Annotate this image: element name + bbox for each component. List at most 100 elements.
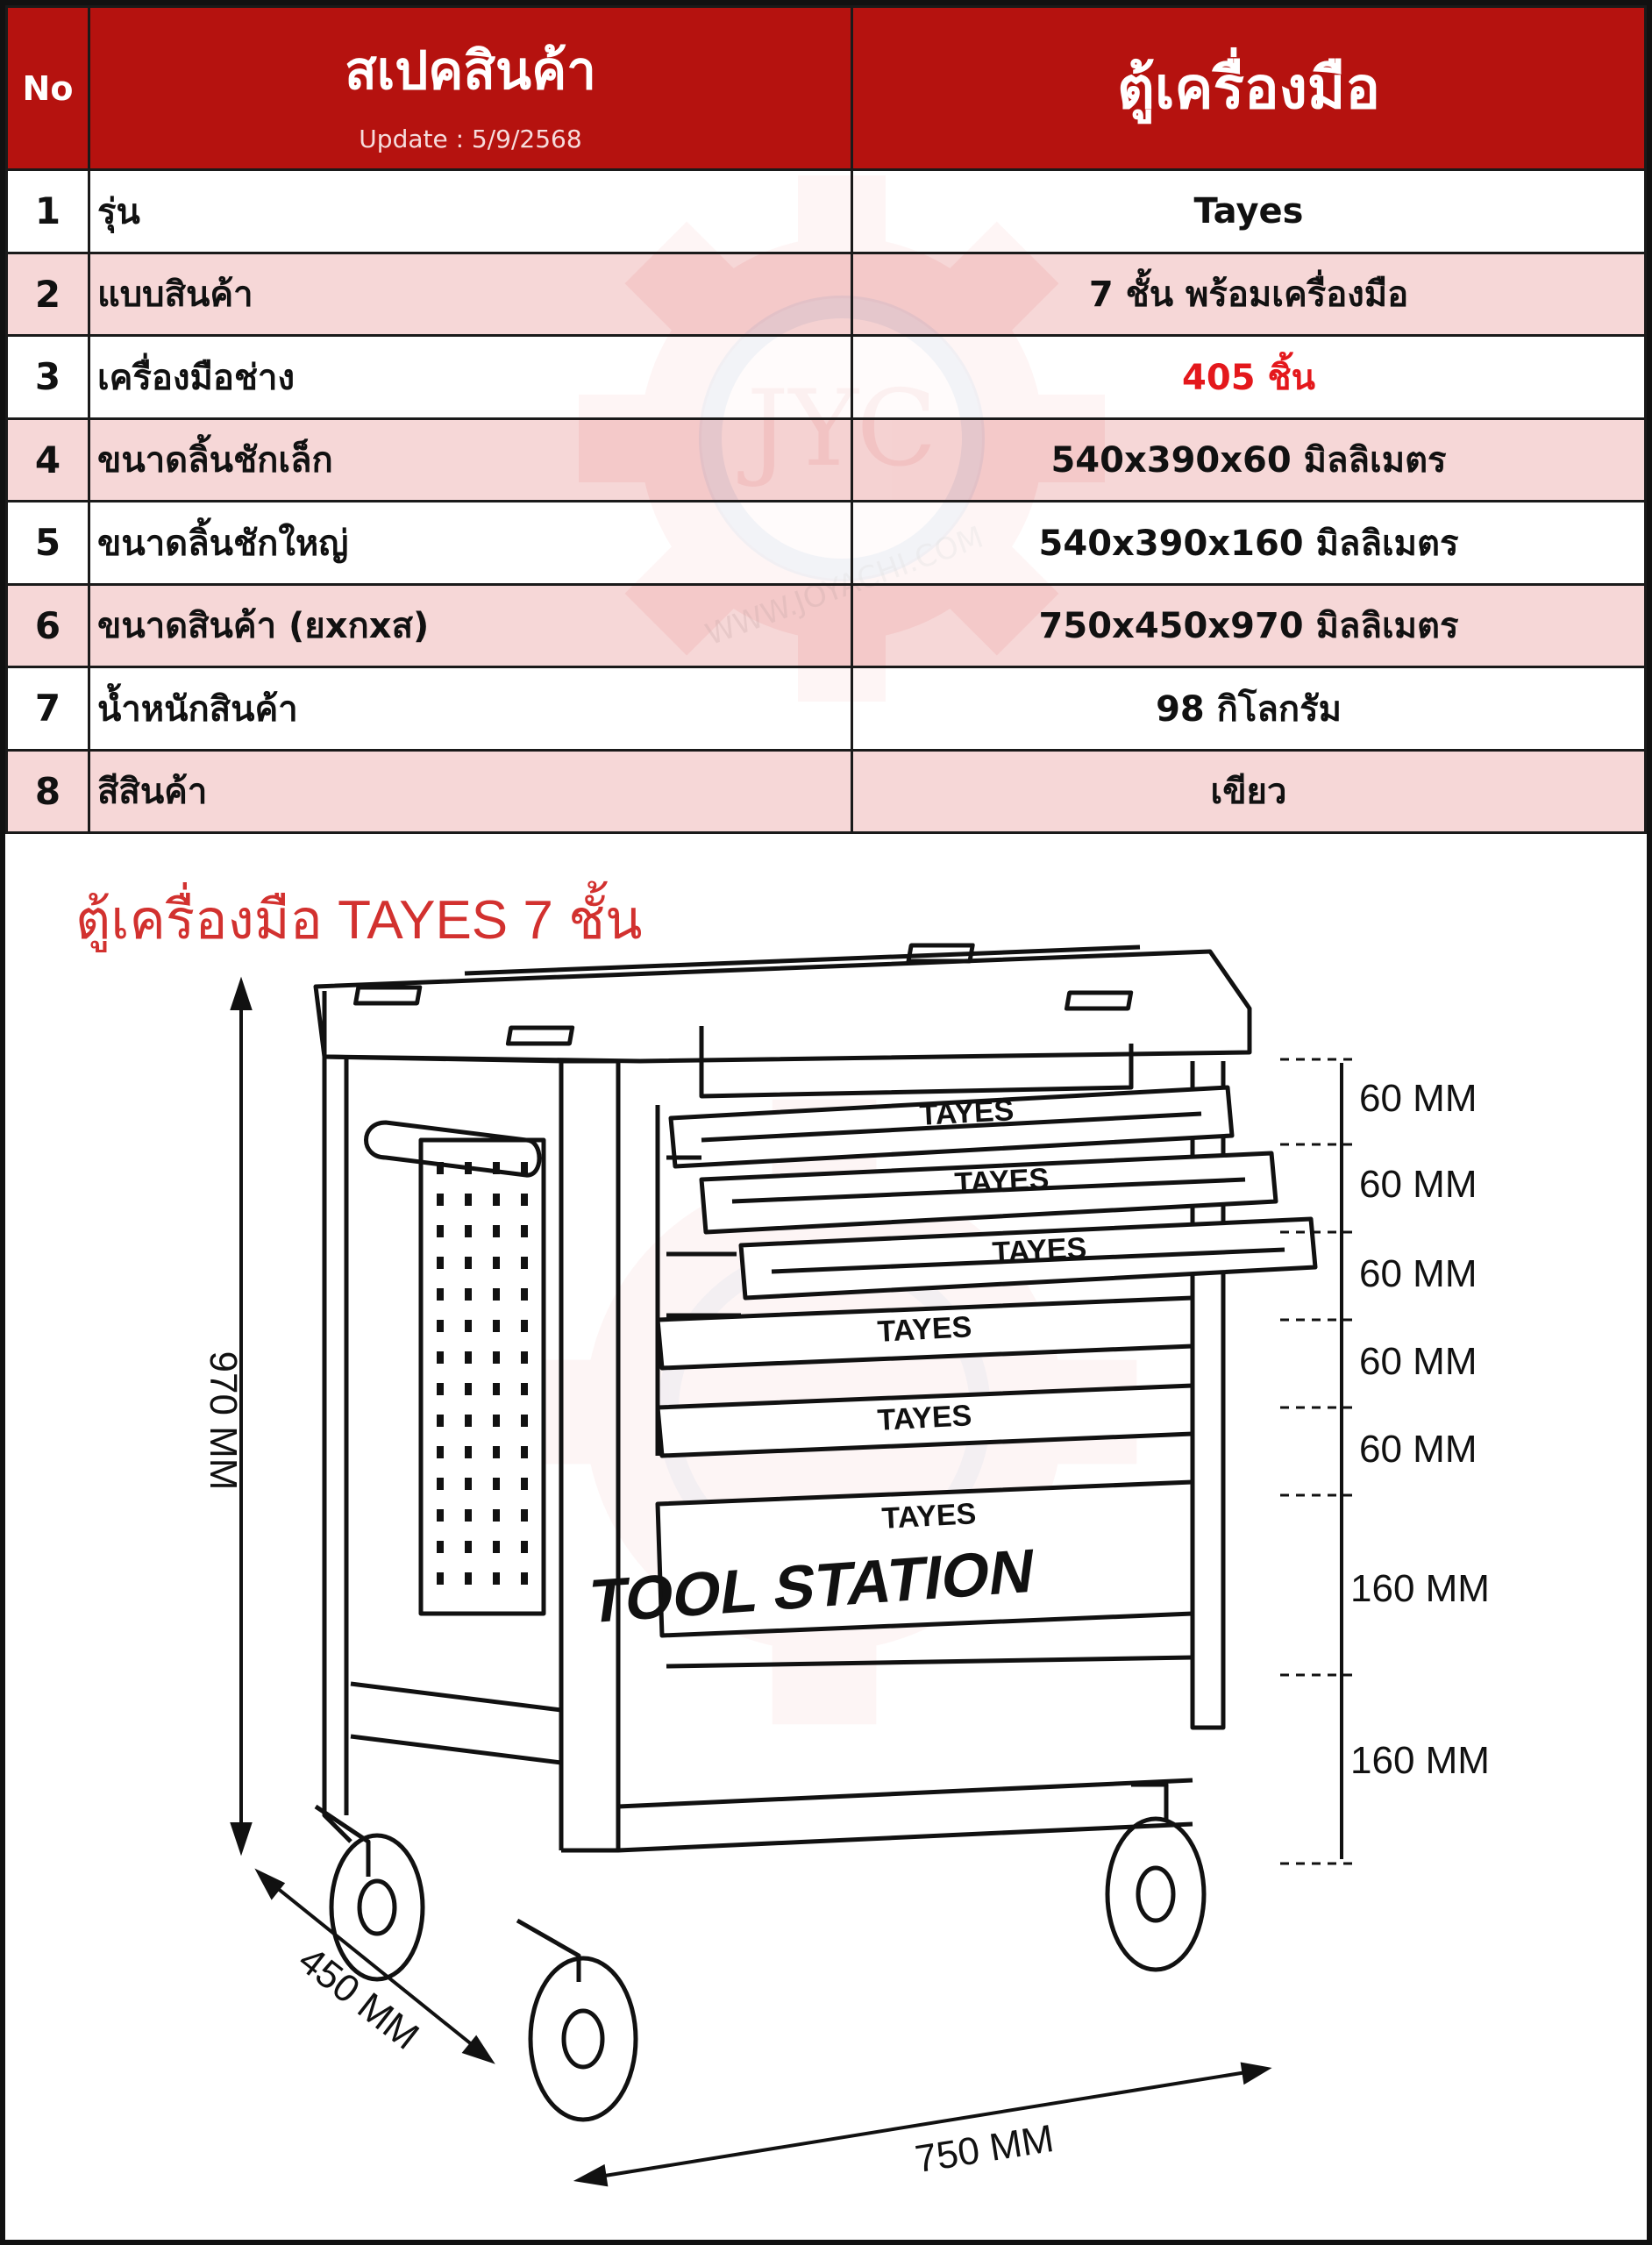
row-name: สีสินค้า (88, 748, 853, 834)
drawer-label: TAYES (877, 1399, 973, 1437)
pegboard-hole (493, 1446, 500, 1458)
pegboard-hole (521, 1509, 528, 1522)
table-row: 5 ขนาดลิ้นชักใหญ่ 540x390x160 มิลลิเมตร (5, 500, 1647, 586)
pegboard-hole (493, 1509, 500, 1522)
pegboard-hole (521, 1478, 528, 1490)
pegboard-hole (493, 1572, 500, 1585)
pegboard-hole (465, 1541, 472, 1553)
table-row: 7 น้ำหนักสินค้า 98 กิโลกรัม (5, 666, 1647, 752)
pegboard-hole (465, 1257, 472, 1269)
pegboard-hole (521, 1383, 528, 1395)
pegboard-hole (521, 1446, 528, 1458)
pegboard-hole (437, 1478, 444, 1490)
table-row: 6 ขนาดสินค้า (ยxกxส) 750x450x970 มิลลิเม… (5, 582, 1647, 668)
pegboard-hole (521, 1415, 528, 1427)
drawer-label: TAYES (881, 1497, 978, 1536)
row-value: 750x450x970 มิลลิเมตร (851, 582, 1647, 668)
pegboard-hole (521, 1351, 528, 1364)
pegboard-hole (465, 1320, 472, 1332)
pegboard-hole (465, 1478, 472, 1490)
pegboard-hole (437, 1257, 444, 1269)
depth-dimension: 450 MM (290, 1938, 426, 2057)
pegboard-hole (465, 1509, 472, 1522)
header-product: ตู้เครื่องมือ (851, 5, 1647, 171)
row-name: รุ่น (88, 168, 853, 254)
row-value: 540x390x160 มิลลิเมตร (851, 500, 1647, 586)
pegboard-hole (493, 1541, 500, 1553)
drawer-dimension: 60 MM (1359, 1077, 1477, 1120)
pegboard-hole (493, 1288, 500, 1301)
row-value-highlight: 405 ชิ้น (851, 334, 1647, 420)
pegboard-hole (493, 1194, 500, 1206)
row-no: 6 (5, 582, 90, 668)
pegboard-hole (465, 1288, 472, 1301)
table-row: 1 รุ่น Tayes (5, 168, 1647, 254)
pegboard-hole (493, 1162, 500, 1174)
pegboard-hole (465, 1415, 472, 1427)
height-dimension: 970 MM (202, 1351, 245, 1491)
row-name: ขนาดลิ้นชักเล็ก (88, 417, 853, 502)
row-no: 5 (5, 500, 90, 586)
row-name: เครื่องมือช่าง (88, 334, 853, 420)
table-row: 3 เครื่องมือช่าง 405 ชิ้น (5, 334, 1647, 420)
row-name: น้ำหนักสินค้า (88, 666, 853, 752)
row-no: 2 (5, 251, 90, 337)
drawer-dimension: 60 MM (1359, 1252, 1477, 1295)
pegboard-hole (493, 1257, 500, 1269)
pegboard-hole (437, 1320, 444, 1332)
row-name: ขนาดลิ้นชักใหญ่ (88, 500, 853, 586)
drawing-title: ตู้เครื่องมือ TAYES 7 ชั้น (75, 890, 643, 951)
pegboard-hole (521, 1225, 528, 1237)
pegboard-hole (437, 1194, 444, 1206)
pegboard-hole (437, 1541, 444, 1553)
drawer-label: TAYES (992, 1231, 1088, 1270)
table-row: 8 สีสินค้า เขียว (5, 748, 1647, 834)
cabinet-drawing: TAYES TAYES TAYES TAYES TAYES TAYES TOOL… (202, 943, 1490, 2187)
row-no: 8 (5, 748, 90, 834)
row-no: 1 (5, 168, 90, 254)
pegboard-hole (437, 1288, 444, 1301)
pegboard-hole (493, 1225, 500, 1237)
pegboard-hole (437, 1415, 444, 1427)
pegboard-hole (493, 1320, 500, 1332)
pegboard-hole (521, 1288, 528, 1301)
drawer-dimension: 160 MM (1350, 1567, 1490, 1610)
pegboard-hole (521, 1320, 528, 1332)
pegboard-hole (521, 1541, 528, 1553)
pegboard-hole (465, 1162, 472, 1174)
pegboard-hole (521, 1194, 528, 1206)
pegboard-hole (493, 1415, 500, 1427)
pegboard-hole (521, 1162, 528, 1174)
pegboard-hole (465, 1194, 472, 1206)
pegboard-hole (465, 1446, 472, 1458)
update-date: Update : 5/9/2568 (359, 124, 582, 153)
header-spec: สเปคสินค้า Update : 5/9/2568 (88, 5, 853, 171)
row-value: 540x390x60 มิลลิเมตร (851, 417, 1647, 502)
row-name: แบบสินค้า (88, 251, 853, 337)
pegboard-hole (437, 1509, 444, 1522)
drawer-dimension: 60 MM (1359, 1163, 1477, 1206)
pegboard-hole (521, 1572, 528, 1585)
row-value: เขียว (851, 748, 1647, 834)
header-no: No (5, 5, 90, 171)
pegboard-hole (465, 1572, 472, 1585)
pegboard-hole (437, 1572, 444, 1585)
pegboard-hole (465, 1225, 472, 1237)
drawer-dimension: 60 MM (1359, 1428, 1477, 1471)
row-value: Tayes (851, 168, 1647, 254)
row-value: 98 กิโลกรัม (851, 666, 1647, 752)
pegboard-hole (465, 1383, 472, 1395)
row-no: 7 (5, 666, 90, 752)
drawer-dimension: 160 MM (1350, 1739, 1490, 1782)
spec-table: No สเปคสินค้า Update : 5/9/2568 ตู้เครื่… (5, 5, 1647, 834)
pegboard-hole (493, 1383, 500, 1395)
row-name: ขนาดสินค้า (ยxกxส) (88, 582, 853, 668)
row-no: 3 (5, 334, 90, 420)
width-dimension: 750 MM (912, 2117, 1057, 2181)
drawer-label: TAYES (919, 1094, 1015, 1132)
drawer-label: TAYES (954, 1162, 1050, 1201)
pegboard-hole (437, 1383, 444, 1395)
pegboard-hole (437, 1351, 444, 1364)
row-no: 4 (5, 417, 90, 502)
